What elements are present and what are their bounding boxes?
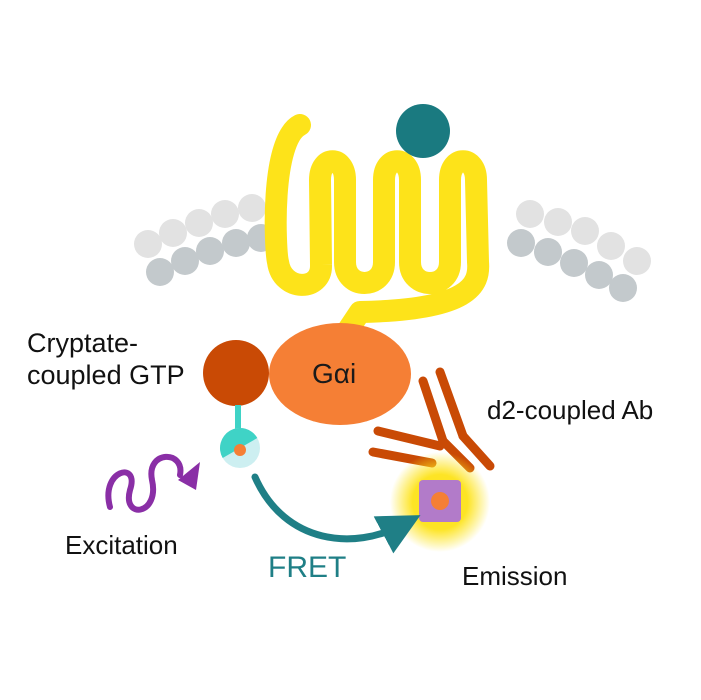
galpha-i-label: Gαi	[312, 358, 357, 389]
excitation-arrowhead	[178, 462, 200, 490]
cryptate-gtp-label-line2: coupled GTP	[27, 360, 185, 390]
emission-label: Emission	[462, 561, 568, 591]
fret-label: FRET	[268, 551, 347, 584]
cryptate-donor	[220, 428, 260, 468]
acceptor-d2	[419, 480, 461, 522]
fret-arrow	[251, 473, 421, 554]
membrane-left	[134, 194, 275, 286]
gtp-molecule	[203, 340, 269, 406]
d2-antibody-label: d2-coupled Ab	[487, 395, 654, 425]
cryptate-gtp-label: Cryptate- coupled GTP	[27, 327, 185, 391]
ligand	[396, 104, 450, 158]
cryptate-gtp-label-line1: Cryptate-	[27, 328, 139, 358]
galpha-i-protein	[269, 323, 411, 425]
excitation-label: Excitation	[65, 530, 178, 560]
excitation-wave	[105, 453, 184, 513]
gpcr-receptor	[264, 114, 490, 341]
membrane-right	[507, 200, 651, 302]
